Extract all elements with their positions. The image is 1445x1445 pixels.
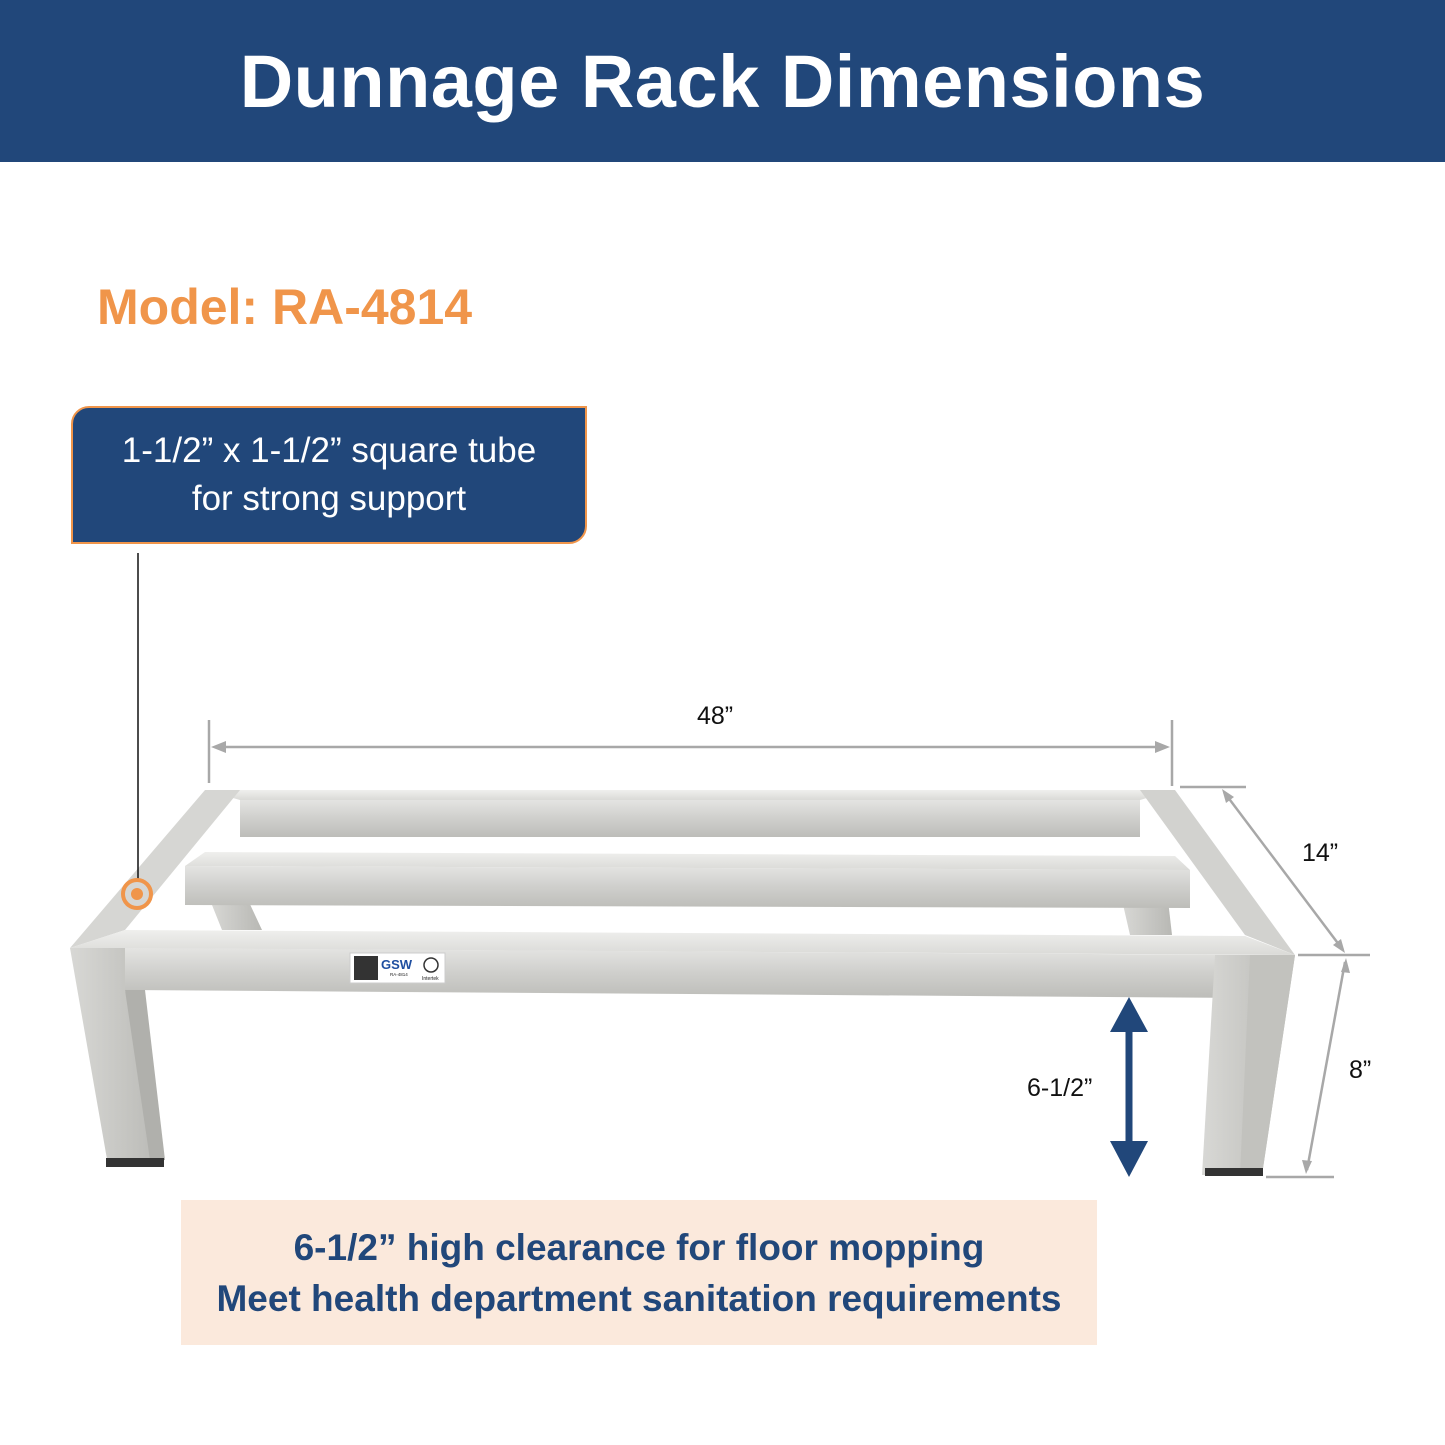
front-right-leg-side <box>1240 955 1295 1175</box>
product-label: GSW RA-4814 Intertek <box>349 952 446 984</box>
back-left-leg <box>210 900 262 930</box>
label-model-code: RA-4814 <box>390 972 408 977</box>
middle-rail-top <box>185 852 1190 870</box>
length-label: 48” <box>697 702 733 730</box>
clearance-note-line-1: 6-1/2” high clearance for floor mopping <box>293 1226 985 1268</box>
tube-callout: 1-1/2” x 1-1/2” square tube for strong s… <box>71 406 587 544</box>
qr-code-icon <box>354 956 378 980</box>
callout-marker-dot <box>131 888 143 900</box>
callout-marker-icon <box>121 878 153 910</box>
right-side-rail <box>1140 790 1295 955</box>
label-logo: GSW <box>381 957 413 972</box>
left-side-rail <box>70 790 240 948</box>
length-dimension <box>207 720 1174 786</box>
clearance-note-line-2: Meet health department sanitation requir… <box>216 1277 1062 1319</box>
label-cert: Intertek <box>422 976 439 982</box>
front-rail-top <box>70 930 1295 955</box>
front-left-leg-side <box>125 990 165 1160</box>
back-rail <box>205 790 1175 800</box>
etl-mark-icon <box>423 957 439 973</box>
header-banner: Dunnage Rack Dimensions <box>0 0 1445 162</box>
clearance-arrow <box>1110 997 1148 1177</box>
model-label: Model: RA-4814 <box>97 279 473 335</box>
front-left-foot <box>106 1158 164 1167</box>
front-right-foot <box>1205 1168 1263 1176</box>
depth-dimension <box>1180 785 1370 957</box>
front-left-leg <box>70 948 165 1165</box>
page-title: Dunnage Rack Dimensions <box>239 39 1206 123</box>
height-label: 8” <box>1349 1056 1371 1084</box>
middle-rail-face <box>185 866 1190 908</box>
back-rail-face <box>240 800 1140 837</box>
callout-line-2: for strong support <box>191 479 467 518</box>
clearance-label: 6-1/2” <box>1027 1074 1092 1102</box>
front-rail-face <box>125 948 1250 998</box>
height-dimension <box>1266 958 1350 1179</box>
clearance-note: 6-1/2” high clearance for floor mopping … <box>181 1200 1097 1345</box>
depth-label: 14” <box>1302 839 1338 867</box>
callout-line-1: 1-1/2” x 1-1/2” square tube <box>121 431 537 470</box>
back-right-leg <box>1122 900 1172 935</box>
